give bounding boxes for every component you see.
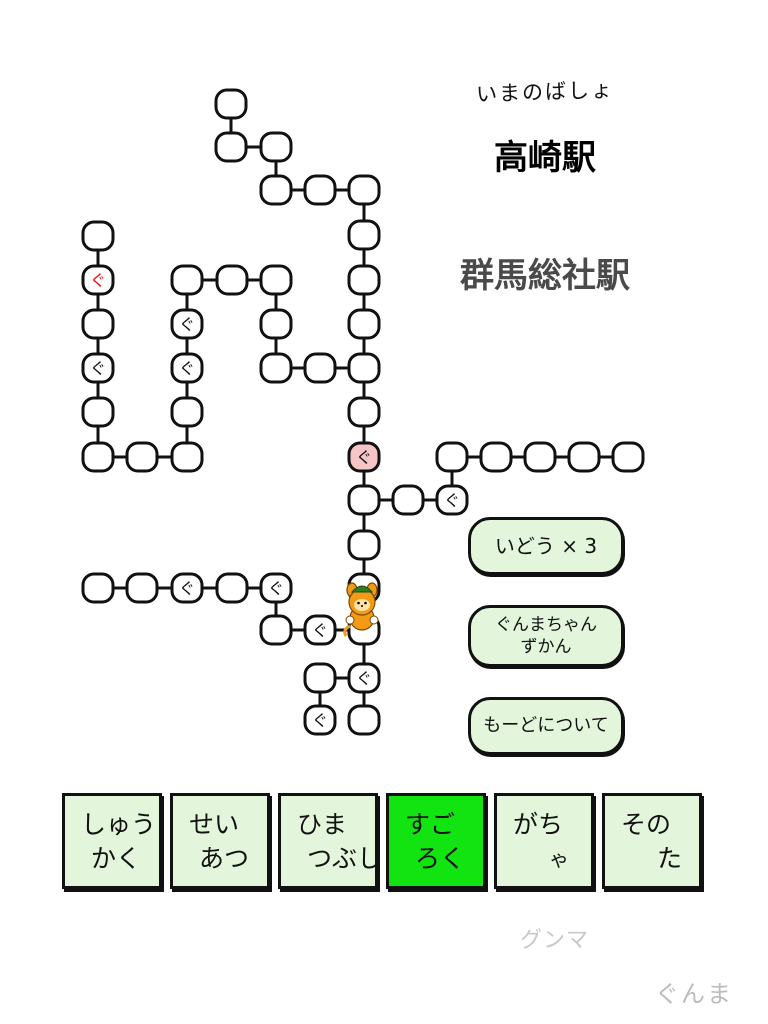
board-space [259, 614, 293, 646]
zukan-button-line1: ぐんまちゃん [495, 615, 597, 635]
board-space-mark: ぐ [179, 315, 195, 334]
board-space [567, 441, 601, 473]
board-space-mark: ぐ [90, 271, 106, 290]
board-space-gu: ぐ [303, 704, 337, 736]
board-space [347, 484, 381, 516]
board-space [81, 572, 115, 604]
board-space [259, 264, 293, 296]
move-button[interactable]: いどう × 3 [468, 517, 624, 575]
board-space [215, 264, 249, 296]
board-space [259, 352, 293, 384]
tab-sugoroku-line1: すご [405, 810, 456, 839]
board-space [347, 174, 381, 206]
board-space [347, 352, 381, 384]
board-space [214, 131, 248, 163]
board-space [347, 529, 381, 561]
tab-himatsubushi-line1: ひま [297, 810, 348, 839]
gunma-chan-zukan-button[interactable]: ぐんまちゃん ずかん [468, 605, 624, 667]
board-space-gu: ぐ [259, 572, 293, 604]
board-space [303, 174, 337, 206]
board-space-mark: ぐ [312, 711, 328, 730]
board-space-gu: ぐ [170, 572, 204, 604]
board-space [215, 572, 249, 604]
move-button-label: いどう × 3 [494, 534, 598, 558]
board-space [81, 441, 115, 473]
board-space-gu: ぐ [81, 264, 115, 296]
board-space-gu: ぐ [303, 614, 337, 646]
board-space-mark: ぐ [90, 359, 106, 378]
board-space [303, 662, 337, 694]
gunma-watermark-katakana: グンマ [520, 928, 590, 953]
board-space [347, 704, 381, 736]
board-space [347, 308, 381, 340]
board-space-mark: ぐ [356, 669, 372, 688]
tab-sonota[interactable]: その た [602, 793, 702, 889]
board-space-gu: ぐ [81, 352, 115, 384]
about-mode-button-label: もーどについて [483, 715, 609, 736]
board-space [391, 484, 425, 516]
board-space [170, 396, 204, 428]
board-space-mark: ぐ [444, 491, 460, 510]
board-space [170, 264, 204, 296]
tab-sonota-line2: た [657, 844, 683, 873]
board-space [347, 264, 381, 296]
board-space-mark: ぐ [179, 359, 195, 378]
gunma-chan-mascot-icon [343, 582, 379, 637]
tab-gacha-line2: ゃ [549, 847, 569, 871]
board-space-mark: ぐ [356, 448, 372, 467]
current-station-name: 高崎駅 [494, 138, 596, 178]
tab-gacha[interactable]: がち ゃ [494, 793, 594, 889]
about-mode-button[interactable]: もーどについて [468, 697, 624, 755]
board-space [259, 174, 293, 206]
current-location-label: いまのばしょ [475, 77, 615, 107]
bottom-tab-bar: しゅう かく せい あつ ひま つぶし すご ろく がち ゃ その た [62, 793, 710, 895]
board-space [611, 441, 645, 473]
board-space [81, 308, 115, 340]
board-space [259, 308, 293, 340]
tab-shuukaku[interactable]: しゅう かく [62, 793, 162, 889]
board-space-gu: ぐ [347, 662, 381, 694]
board-space [303, 352, 337, 384]
board-space-mark: ぐ [268, 579, 284, 598]
tab-seiatsu-line2: あつ [199, 844, 250, 873]
tab-seiatsu-line1: せい [189, 810, 240, 839]
board-space [435, 441, 469, 473]
tab-sonota-line1: その [621, 810, 672, 839]
board-space [125, 441, 159, 473]
board-space [81, 220, 115, 252]
tab-sugoroku-line2: ろく [415, 844, 466, 873]
next-station-name: 群馬総社駅 [460, 256, 630, 296]
board-space-gu: ぐ [170, 352, 204, 384]
zukan-button-line2: ずかん [520, 637, 572, 657]
board-space-mark: ぐ [179, 579, 195, 598]
board-space [479, 441, 513, 473]
tab-seiatsu[interactable]: せい あつ [170, 793, 270, 889]
board-space-mark: ぐ [312, 621, 328, 640]
gunma-watermark-hiragana: ぐんま [655, 980, 733, 1008]
board-space [214, 88, 248, 120]
tab-himatsubushi[interactable]: ひま つぶし [278, 793, 383, 889]
board-space-gu: ぐ [435, 484, 469, 516]
tab-sugoroku[interactable]: すご ろく [386, 793, 486, 889]
board-space [347, 219, 381, 251]
board-space [170, 441, 204, 473]
tab-shuukaku-line2: かく [91, 844, 142, 873]
board-space [81, 396, 115, 428]
board-space [125, 572, 159, 604]
board-space [523, 441, 557, 473]
board-space-gu: ぐ [170, 308, 204, 340]
board-space [347, 396, 381, 428]
tab-shuukaku-line1: しゅう [81, 810, 157, 839]
board-space [259, 131, 293, 163]
board-space-current: ぐ [347, 441, 381, 473]
tab-gacha-line1: がち [513, 810, 564, 839]
tab-himatsubushi-line2: つぶし [307, 844, 383, 873]
